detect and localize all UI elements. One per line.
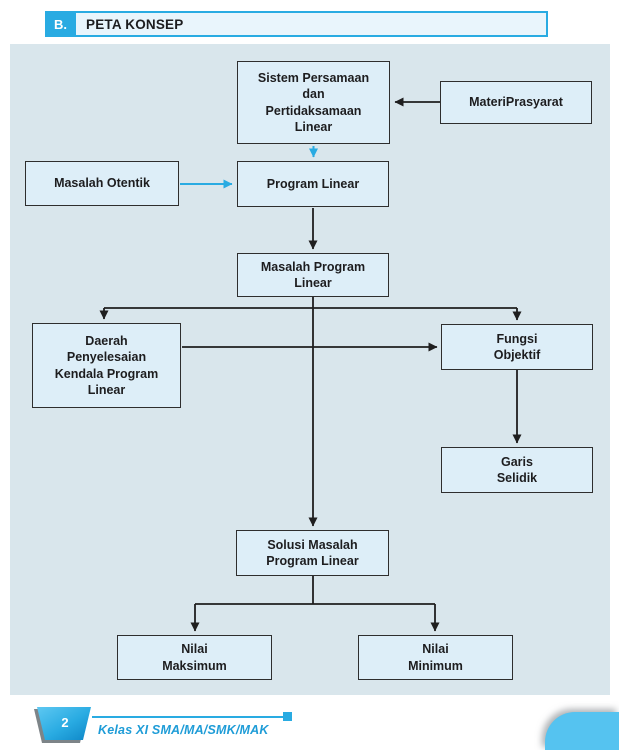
section-letter-badge: B. [45, 11, 76, 37]
node-daerah-penyelesaian: Daerah Penyelesaian Kendala Program Line… [32, 323, 181, 408]
node-masalah-program-linear: Masalah Program Linear [237, 253, 389, 297]
footer-rule-endcap [283, 712, 292, 721]
node-masalah-otentik: Masalah Otentik [25, 161, 179, 206]
footer-rule-line [92, 716, 284, 718]
section-title: PETA KONSEP [86, 16, 184, 32]
node-garis-selidik: Garis Selidik [441, 447, 593, 493]
page-corner-decoration [545, 712, 619, 750]
node-solusi-masalah: Solusi Masalah Program Linear [236, 530, 389, 576]
node-program-linear: Program Linear [237, 161, 389, 207]
node-nilai-minimum: Nilai Minimum [358, 635, 513, 680]
node-fungsi-objektif: Fungsi Objektif [441, 324, 593, 370]
node-nilai-maksimum: Nilai Maksimum [117, 635, 272, 680]
node-sistem-persamaan: Sistem Persamaan dan Pertidaksamaan Line… [237, 61, 390, 144]
section-header-bar [45, 11, 548, 37]
page-number-shape [34, 707, 91, 743]
node-materi-prasyarat: MateriPrasyarat [440, 81, 592, 124]
edition-label: Kelas XI SMA/MA/SMK/MAK [98, 723, 269, 737]
section-letter: B. [54, 16, 67, 32]
page-number: 2 [61, 714, 69, 730]
